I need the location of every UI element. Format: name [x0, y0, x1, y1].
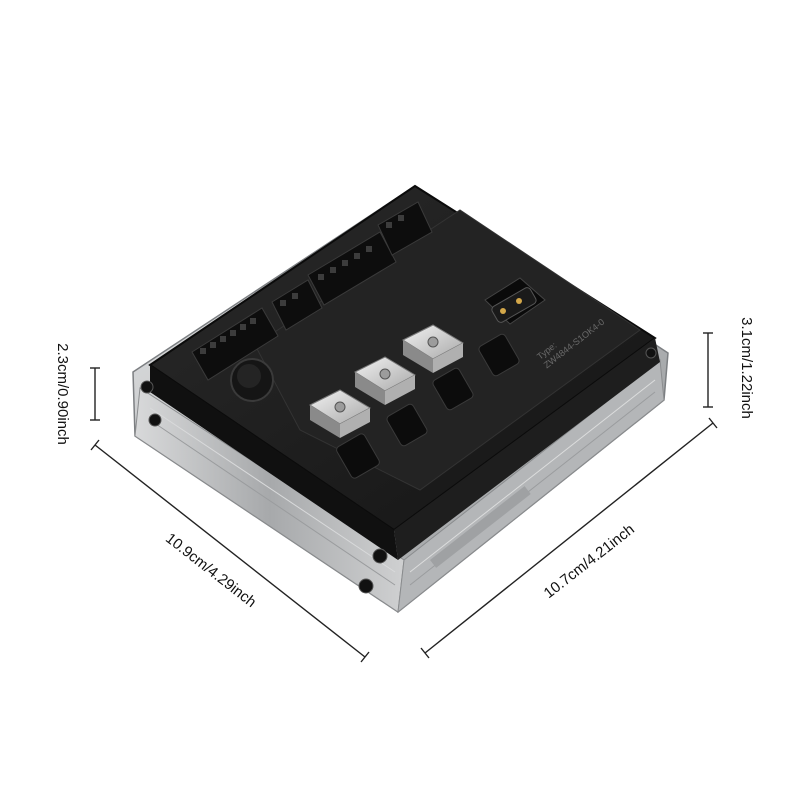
connector-row — [191, 201, 433, 381]
length-right-label: 10.7cm/4.21inch — [541, 521, 638, 602]
screw-icon — [148, 413, 162, 427]
screws — [140, 347, 657, 594]
terminal-pads — [308, 324, 465, 438]
connector-block-1 — [191, 307, 279, 381]
dimension-lines — [90, 332, 718, 663]
length-left-line — [94, 444, 366, 658]
length-left-label: 10.9cm/4.29inch — [162, 530, 259, 611]
length-right-line — [424, 422, 714, 654]
connector-block-3 — [307, 231, 397, 306]
terminal-pad-3 — [401, 324, 465, 373]
raised-posts — [336, 333, 520, 479]
height-left-label: 2.3cm/0.90inch — [54, 343, 71, 445]
connector-block-4 — [377, 201, 433, 256]
terminal-pad-1 — [308, 389, 372, 438]
terminal-pad-2 — [353, 356, 417, 405]
screw-icon — [140, 380, 154, 394]
connector-block-2 — [271, 279, 323, 331]
power-socket — [484, 277, 546, 325]
screw-icon — [372, 548, 388, 564]
height-right-label: 3.1cm/1.22inch — [738, 317, 755, 419]
screw-icon — [645, 347, 657, 359]
screw-icon — [358, 578, 374, 594]
